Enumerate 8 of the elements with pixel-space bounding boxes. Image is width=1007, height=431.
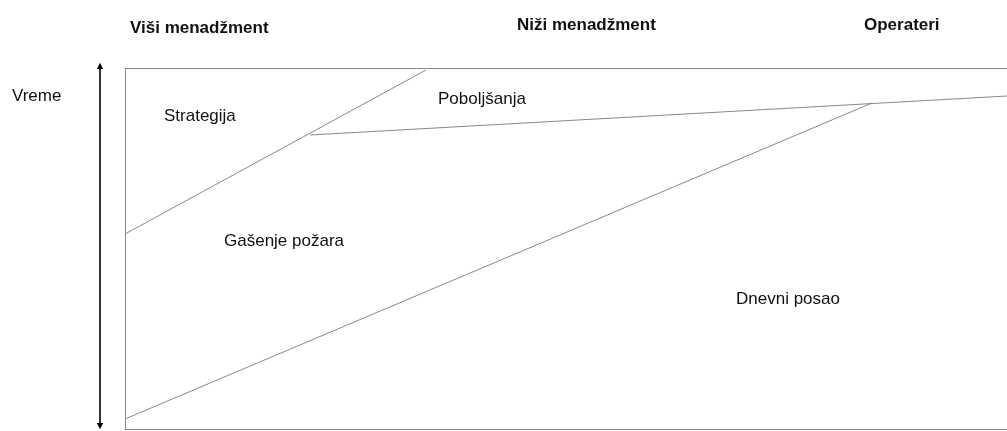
column-heading: Viši menadžment	[130, 18, 269, 38]
column-heading: Operateri	[864, 15, 940, 35]
column-heading: Niži menadžment	[517, 15, 656, 35]
region-label: Gašenje požara	[224, 231, 345, 251]
axis-label: Vreme	[12, 86, 62, 106]
region-label: Poboljšanja	[438, 89, 526, 109]
region-label: Strategija	[164, 106, 236, 126]
region-label: Dnevni posao	[736, 289, 840, 309]
